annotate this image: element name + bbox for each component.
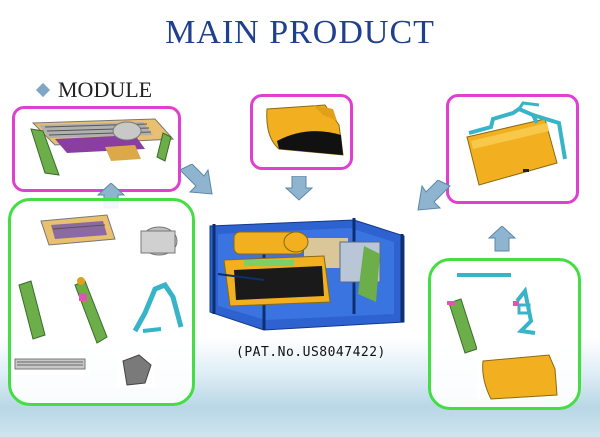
- tray-assembly-image: [30, 118, 175, 176]
- left-components-image: [11, 214, 184, 387]
- arrow-icon: [179, 164, 213, 195]
- component-box-right: [428, 258, 581, 410]
- arrow-icon: [284, 176, 314, 201]
- module-label-text: MODULE: [58, 77, 153, 102]
- cover-frame-image: [466, 101, 567, 186]
- module-box-tray: [12, 106, 181, 192]
- module-box-cover-frame: [446, 94, 579, 204]
- arrow-icon: [487, 226, 517, 252]
- arrow-icon: [417, 180, 451, 211]
- diamond-bullet-icon: [35, 82, 51, 98]
- module-box-cover: [250, 94, 353, 170]
- main-product-image: [209, 218, 405, 331]
- page-title: MAIN PRODUCT: [165, 14, 435, 51]
- cover-panel-image: [266, 104, 344, 156]
- module-heading: MODULE: [35, 77, 153, 103]
- right-components-image: [447, 273, 559, 400]
- patent-number: (PAT.No.US8047422): [236, 345, 386, 360]
- component-box-left: [8, 198, 195, 406]
